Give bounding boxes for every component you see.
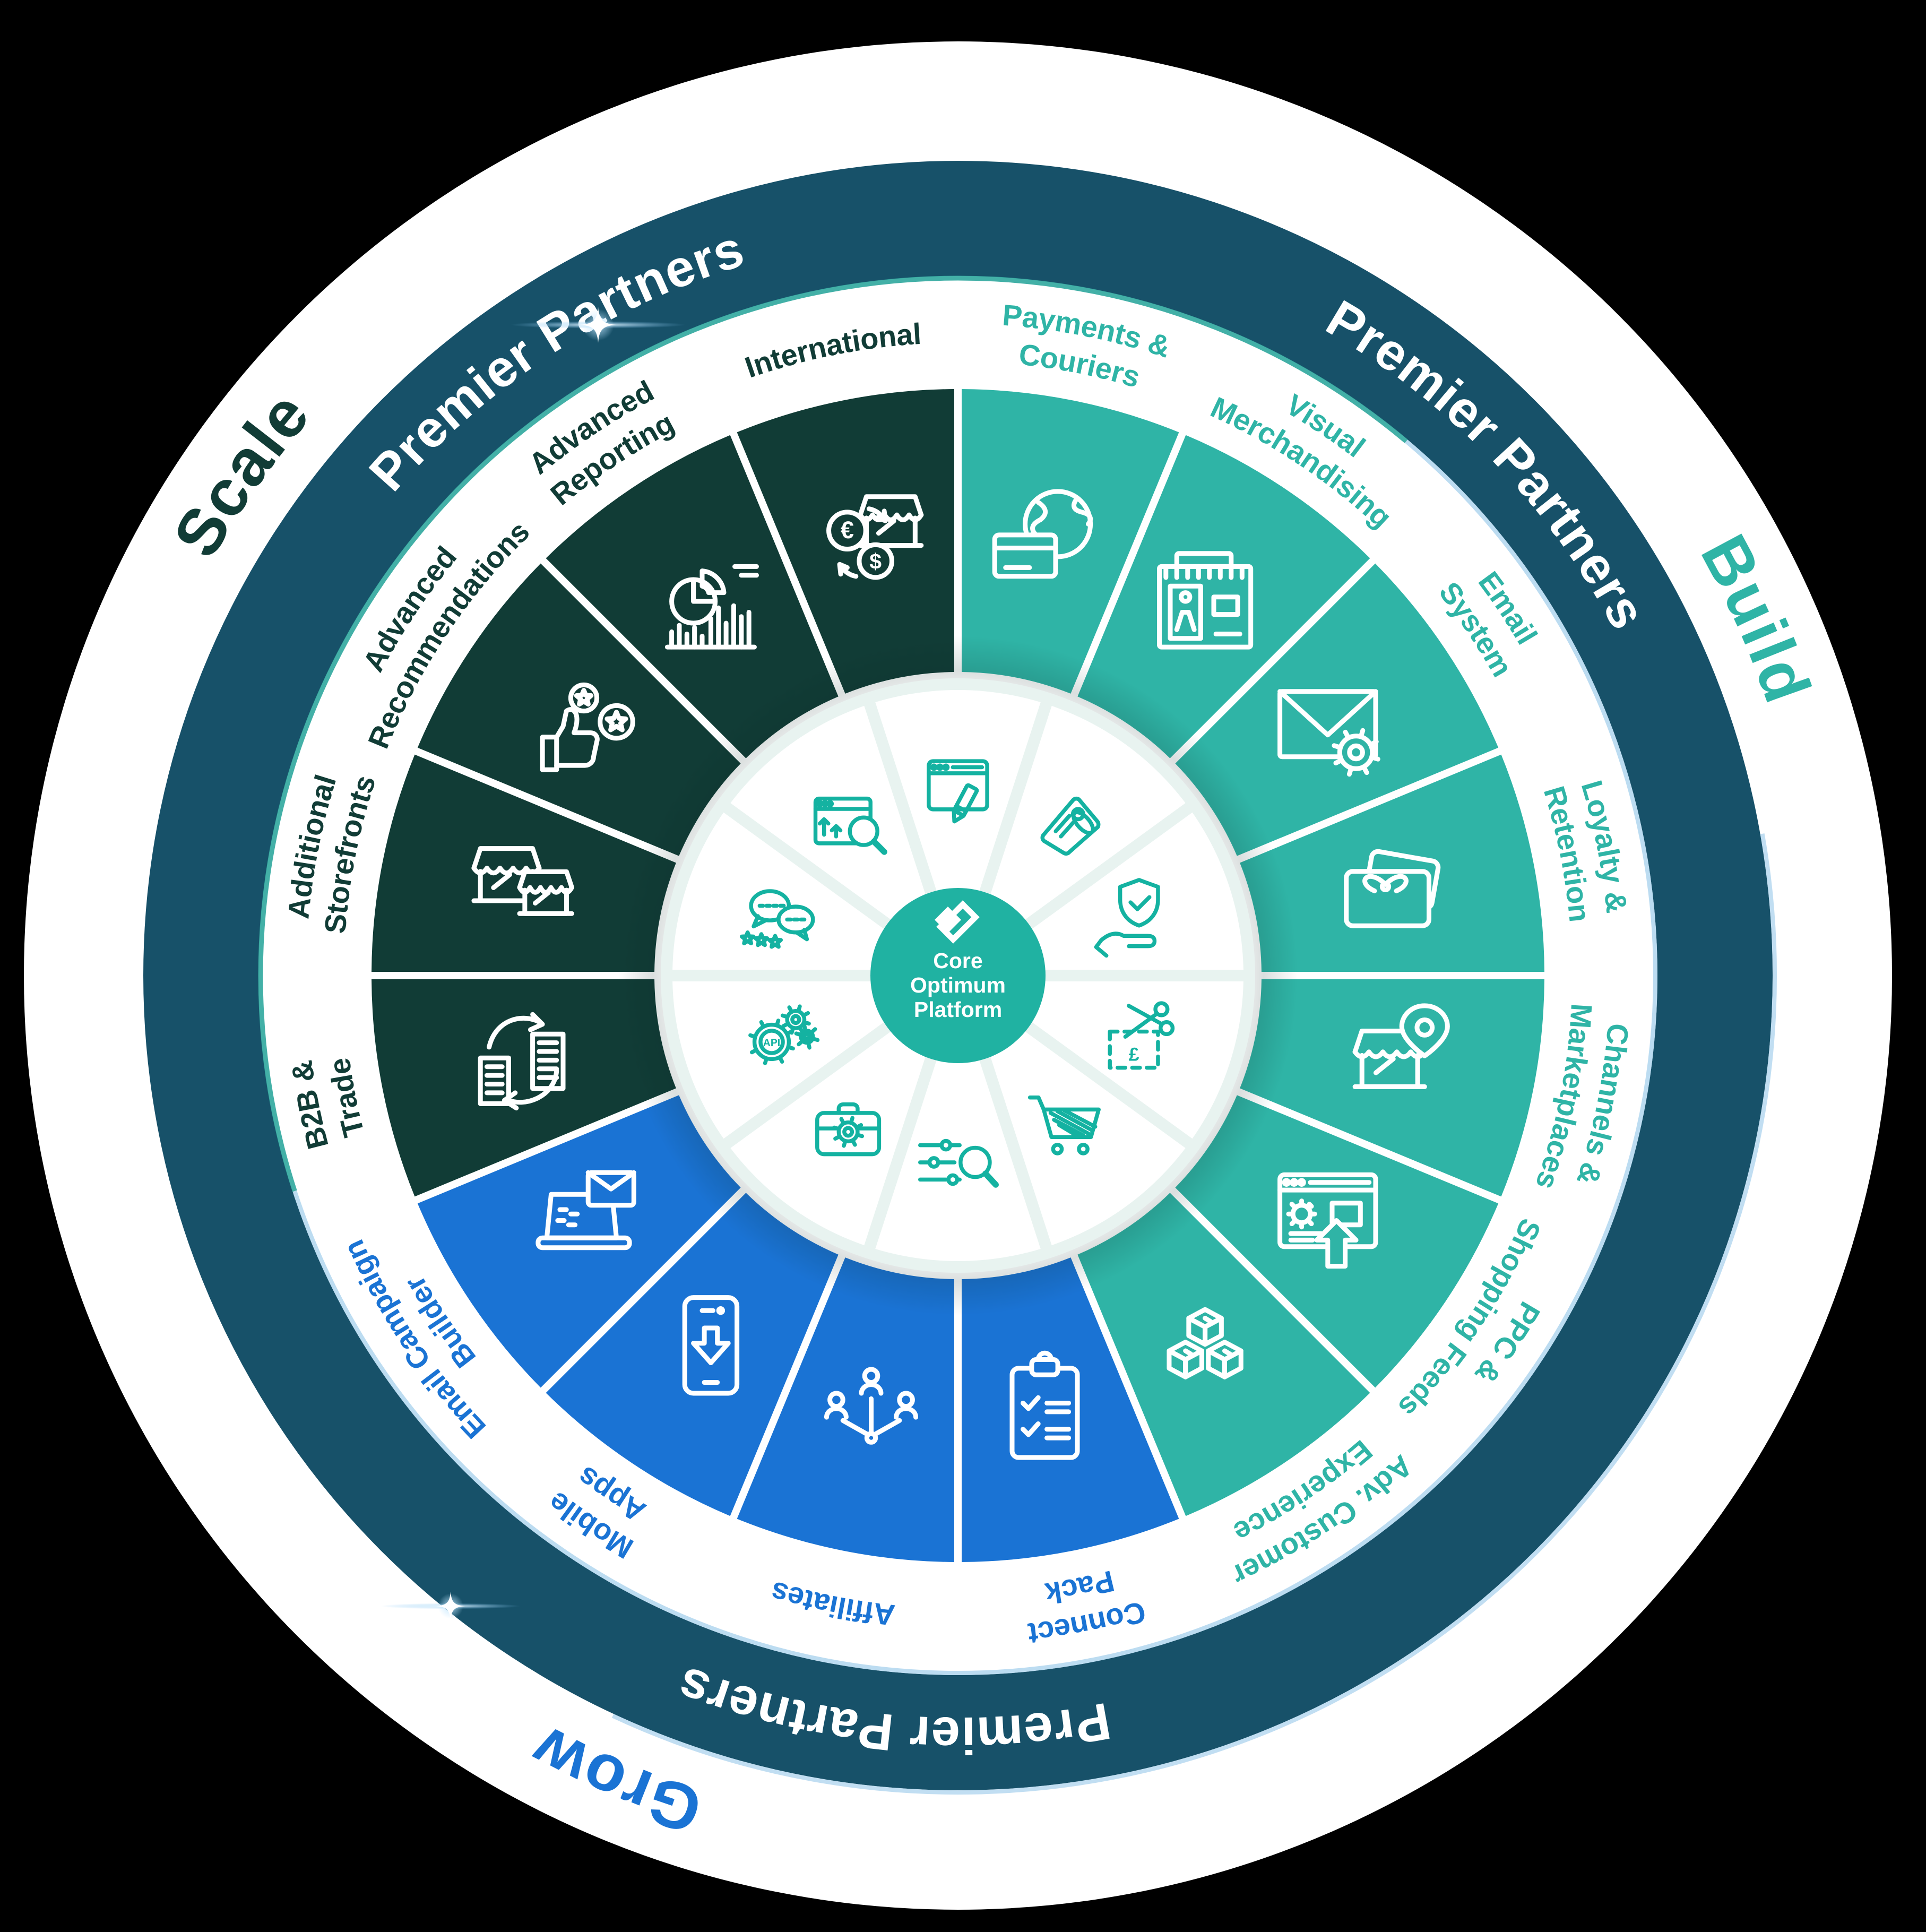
segment-b2b-trade (372, 979, 676, 1197)
heart-check-logo (935, 900, 980, 944)
api-gears-icon: API (748, 1004, 820, 1065)
thumbs-stars-icon (540, 682, 635, 772)
storefront-pin-icon (1352, 1003, 1450, 1089)
clipboard-checklist-icon (1009, 1350, 1080, 1460)
envelope-gear-icon (1277, 689, 1380, 777)
voucher-scissors-icon: £ (1108, 1001, 1175, 1070)
svg-text:API: API (763, 1037, 780, 1049)
two-storefronts-icon (471, 846, 574, 916)
gift-cards-icon (1344, 849, 1441, 928)
hub-circle (870, 888, 1046, 1063)
parcel-boxes-icon (1167, 1307, 1243, 1379)
segments-ring: €$ (372, 389, 1544, 1562)
sparkle-glint (511, 307, 686, 343)
shop-window-icon (1156, 551, 1254, 650)
ring-edge-highlight-teal (258, 275, 1408, 1192)
segment-loyalty-retention (1240, 754, 1544, 972)
pie-bars-icon (664, 564, 759, 650)
segment-connect-pack (962, 1257, 1179, 1562)
globe-card-icon (992, 489, 1093, 579)
svg-text:$: $ (869, 549, 882, 573)
shield-hand-icon (1094, 878, 1160, 958)
laptop-email-icon (536, 1170, 636, 1250)
shopping-cart-icon (1027, 1095, 1101, 1155)
sparkle-glint (381, 1591, 521, 1621)
ring-outer-edge-highlight (611, 833, 1777, 1795)
segment-affiliates (737, 1257, 954, 1562)
segment-email-campaign-builder (417, 1095, 741, 1388)
browser-upload-icon (1277, 1172, 1378, 1269)
segment-email-system (1175, 563, 1499, 856)
svg-text:€: € (841, 516, 854, 544)
hub-label-line1: Core (933, 948, 982, 973)
segment-additional-storefronts (372, 754, 676, 972)
segment-payments-couriers (962, 389, 1179, 694)
briefcase-gear-icon (815, 1102, 882, 1157)
seo-magnifier-icon (813, 796, 887, 855)
ring-edge-highlight-blue (292, 439, 1657, 1675)
review-chat-icon (740, 889, 815, 949)
hub-label-line3: Platform (914, 997, 1002, 1022)
premier-partners-ring (143, 161, 1773, 1790)
price-tag-icon (1040, 796, 1101, 856)
segment-adv-customer-experience (1077, 1193, 1370, 1516)
browser-edit-icon (927, 759, 989, 824)
search-sliders-icon (918, 1138, 999, 1188)
svg-text:£: £ (1129, 1044, 1139, 1065)
hub-label-line2: Optimum (910, 973, 1006, 997)
affiliate-network-icon (824, 1367, 919, 1445)
storefront-currency-icon: €$ (826, 494, 924, 580)
buildings-exchange-icon (478, 1012, 566, 1111)
phone-download-icon (682, 1295, 740, 1396)
segment-mobile-apps (546, 1193, 839, 1516)
